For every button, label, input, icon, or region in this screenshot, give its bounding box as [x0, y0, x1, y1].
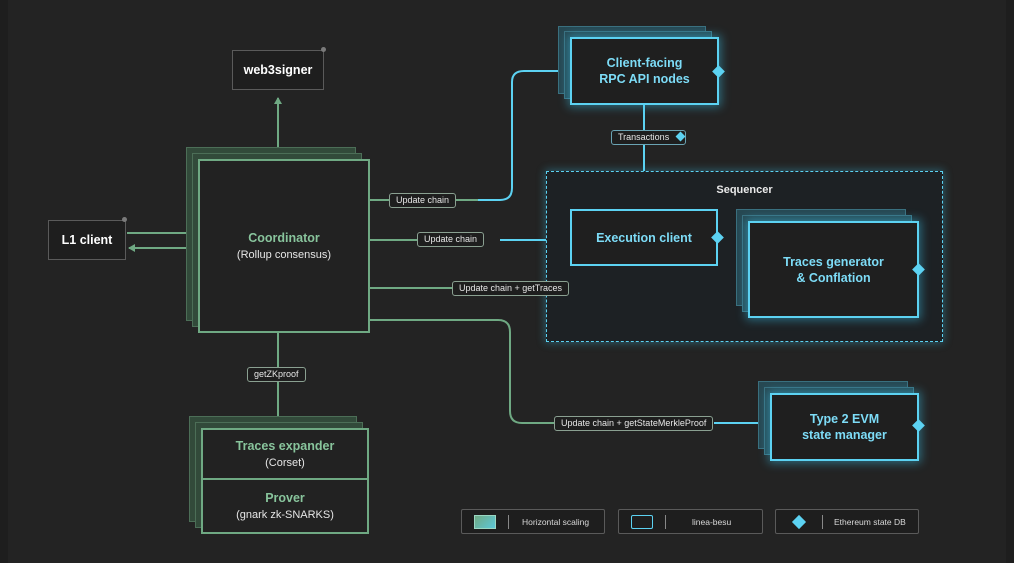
- legend-linea-besu: linea-besu: [618, 509, 763, 534]
- label-update-chain-rpc: Update chain: [389, 193, 457, 208]
- traces-generator-node: Traces generator & Conflation: [748, 221, 919, 318]
- label-update-chain-traces: Update chain + getTraces: [452, 281, 569, 296]
- state-manager-title-line2: state manager: [802, 428, 887, 442]
- web3signer-node: web3signer: [232, 50, 324, 90]
- rpc-api-nodes-node: Client-facing RPC API nodes: [570, 37, 719, 105]
- edge-coordinator-state-green: [370, 319, 556, 424]
- legend-linea-besu-label: linea-besu: [692, 517, 732, 527]
- edge-coordinator-rpc-cyan: [478, 67, 565, 201]
- web3signer-title: web3signer: [243, 63, 313, 77]
- traces-generator-title-line1: Traces generator: [783, 254, 884, 269]
- legend-separator: [665, 515, 666, 529]
- label-get-zk-proof: getZKproof: [247, 367, 306, 382]
- legend-horizontal-scaling: Horizontal scaling: [461, 509, 605, 534]
- label-update-chain-state: Update chain + getStateMerkleProof: [554, 416, 714, 431]
- legend-ethereum-state-db: Ethereum state DB: [775, 509, 919, 534]
- prover-node: Prover (gnark zk-SNARKS): [201, 478, 369, 534]
- l1-client-corner-dot: [122, 217, 127, 222]
- traces-expander-node: Traces expander (Corset): [201, 428, 369, 480]
- web3signer-corner-dot: [321, 47, 326, 52]
- execution-client-title: Execution client: [596, 230, 692, 245]
- label-update-chain-exec: Update chain: [417, 232, 485, 247]
- execution-client-node: Execution client: [570, 209, 718, 266]
- legend-ethereum-state-db-label: Ethereum state DB: [834, 517, 906, 527]
- traces-expander-subtitle: (Corset): [265, 456, 305, 469]
- legend-horizontal-scaling-label: Horizontal scaling: [522, 517, 590, 527]
- sequencer-title: Sequencer: [716, 184, 773, 196]
- rpc-title-line2: RPC API nodes: [599, 72, 690, 86]
- l1-client-node: L1 client: [48, 220, 126, 260]
- rpc-title-line1: Client-facing: [606, 56, 683, 70]
- traces-generator-title-line2: & Conflation: [796, 270, 871, 285]
- ethereum-state-db-icon: [791, 514, 807, 530]
- coordinator-subtitle: (Rollup consensus): [236, 248, 332, 261]
- horizontal-scaling-icon: [474, 515, 496, 529]
- traces-expander-title: Traces expander: [235, 438, 335, 453]
- state-manager-node: Type 2 EVM state manager: [770, 393, 919, 461]
- l1-client-title: L1 client: [61, 233, 113, 247]
- linea-besu-icon: [631, 515, 653, 529]
- prover-title: Prover: [265, 490, 305, 505]
- legend-separator: [508, 515, 509, 529]
- coordinator-node: Coordinator (Rollup consensus): [198, 159, 370, 333]
- coordinator-title: Coordinator: [248, 230, 320, 245]
- legend-separator: [822, 515, 823, 529]
- state-manager-title-line1: Type 2 EVM: [809, 412, 880, 426]
- prover-subtitle: (gnark zk-SNARKS): [236, 508, 334, 521]
- label-transactions: Transactions: [611, 130, 687, 145]
